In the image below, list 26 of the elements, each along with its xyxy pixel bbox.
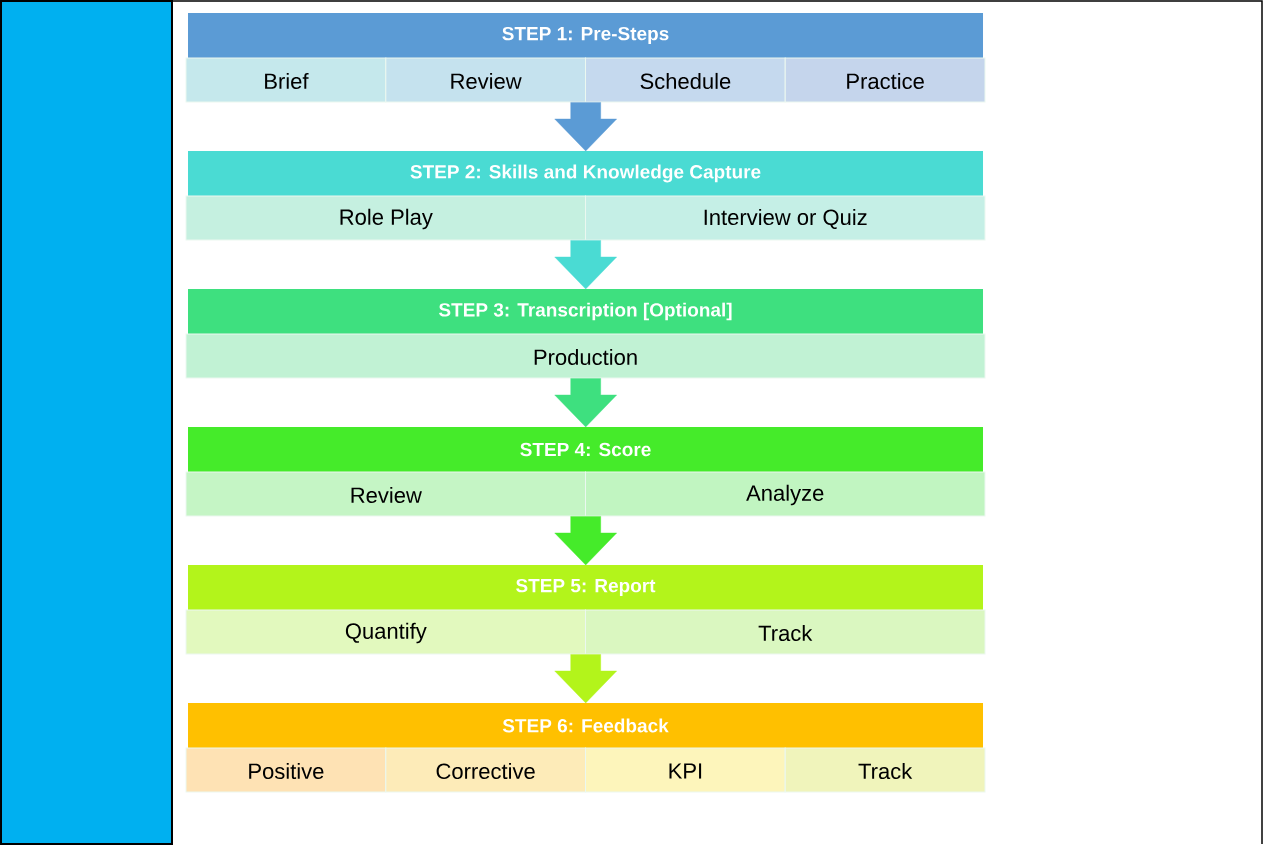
block-arrow (554, 102, 617, 152)
process-box: STEP 2: Skills and Knowledge Capture Role Play Interview or Quiz (185, 151, 986, 241)
node-label: Production (534, 348, 637, 366)
process-box: STEP 4: Score Review Analyze (185, 427, 986, 517)
node-label: Interview or Quiz (704, 208, 867, 230)
node-label: Quantify (345, 622, 427, 644)
node-label: Schedule (640, 72, 731, 90)
process-box: STEP 3: Transcription [Optional] Production (185, 289, 986, 379)
node-label: Track (758, 624, 813, 642)
node-label: Brief (265, 72, 309, 90)
node-label: Role Play (340, 208, 433, 230)
node-label: Review (351, 486, 422, 504)
node-label: Track (858, 762, 913, 780)
block-arrow (554, 240, 617, 290)
process-box: STEP 5: Report Quantify Track (185, 565, 986, 655)
node-label: Corrective (436, 762, 535, 780)
node-label: Analyze (746, 484, 824, 506)
block-arrow (554, 378, 617, 428)
block-arrow (554, 516, 617, 566)
process-box: STEP 6: Feedback Positive Corrective KPI Track (185, 703, 986, 793)
process-box: STEP 1: Pre-Steps Brief Review Schedule Practice (185, 13, 986, 103)
node-label: Positive (249, 762, 324, 780)
node-label: Practice (847, 72, 924, 90)
node-label: Review (451, 72, 522, 90)
node-label: KPI (669, 763, 702, 779)
block-arrow (554, 654, 617, 704)
